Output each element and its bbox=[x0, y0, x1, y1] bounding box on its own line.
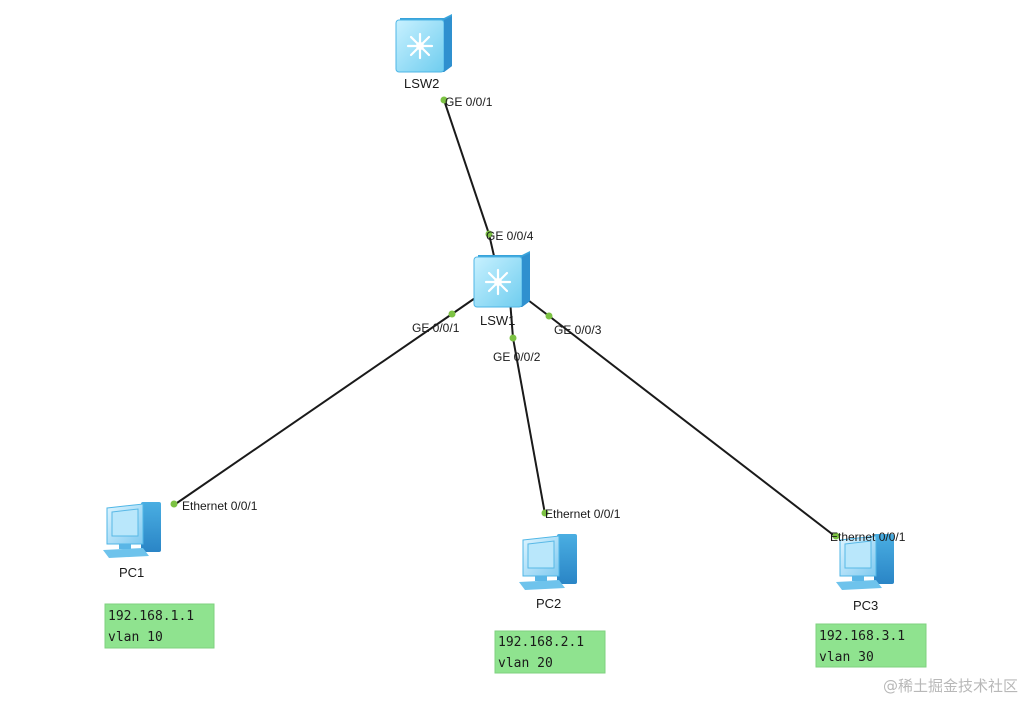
device-name-pc1: PC1 bbox=[119, 565, 144, 580]
note-ip: 192.168.3.1 bbox=[819, 629, 905, 644]
desktop-pc-icon bbox=[836, 534, 894, 590]
device-name-lsw1: LSW1 bbox=[480, 313, 515, 328]
device-lsw2[interactable]: LSW2 bbox=[395, 14, 452, 91]
desktop-pc-icon bbox=[519, 534, 577, 590]
note-pc3[interactable]: 192.168.3.1 vlan 30 bbox=[815, 623, 927, 668]
note-vlan: vlan 20 bbox=[498, 656, 553, 671]
port-dot-pc2-eth001[interactable] bbox=[541, 509, 549, 517]
link-lsw1-stub bbox=[488, 233, 495, 257]
note-box bbox=[104, 603, 215, 649]
port-label-pc2-eth001: Ethernet 0/0/1 bbox=[545, 507, 621, 521]
port-label-lsw2-ge001: GE 0/0/1 bbox=[445, 95, 493, 109]
links-layer bbox=[173, 99, 837, 538]
port-dot-lsw1-ge003[interactable] bbox=[545, 312, 553, 320]
port-dot-lsw1-ge001[interactable] bbox=[448, 310, 456, 318]
note-box bbox=[494, 630, 606, 674]
device-name-pc2: PC2 bbox=[536, 596, 561, 611]
port-dot-lsw1-ge002[interactable] bbox=[509, 334, 517, 342]
layer3-switch-icon bbox=[473, 251, 530, 308]
port-label-lsw1-ge003: GE 0/0/3 bbox=[554, 323, 602, 337]
device-pc2[interactable]: PC2 bbox=[519, 534, 577, 611]
note-ip: 192.168.2.1 bbox=[498, 635, 584, 650]
port-label-lsw1-ge004: GE 0/0/4 bbox=[486, 229, 534, 243]
port-label-pc3-eth001: Ethernet 0/0/1 bbox=[830, 530, 906, 544]
note-pc1[interactable]: 192.168.1.1 vlan 10 bbox=[104, 603, 215, 649]
port-label-lsw1-ge001: GE 0/0/1 bbox=[412, 321, 460, 335]
device-name-pc3: PC3 bbox=[853, 598, 878, 613]
layer3-switch-icon bbox=[395, 14, 452, 73]
device-pc1[interactable]: PC1 bbox=[103, 502, 161, 580]
device-name-lsw2: LSW2 bbox=[404, 76, 439, 91]
link-lsw2-lsw1[interactable] bbox=[443, 99, 490, 235]
note-pc2[interactable]: 192.168.2.1 vlan 20 bbox=[494, 630, 606, 674]
port-dot-lsw1-ge004[interactable] bbox=[485, 230, 493, 238]
note-ip: 192.168.1.1 bbox=[108, 609, 194, 624]
port-dot-lsw2-ge001[interactable] bbox=[440, 96, 448, 104]
link-lsw1-pc1[interactable] bbox=[173, 313, 453, 506]
note-vlan: vlan 10 bbox=[108, 630, 163, 645]
device-lsw1[interactable]: LSW1 bbox=[473, 251, 530, 328]
port-dots bbox=[170, 96, 840, 540]
port-labels: GE 0/0/1 GE 0/0/4 GE 0/0/1 GE 0/0/2 GE 0… bbox=[182, 95, 906, 544]
port-label-pc1-eth001: Ethernet 0/0/1 bbox=[182, 499, 258, 513]
watermark: @稀土掘金技术社区 bbox=[883, 677, 1018, 695]
port-dot-pc3-eth001[interactable] bbox=[832, 532, 840, 540]
note-vlan: vlan 30 bbox=[819, 650, 874, 665]
port-label-lsw1-ge002: GE 0/0/2 bbox=[493, 350, 541, 364]
link-lsw1-pc3[interactable] bbox=[548, 315, 837, 538]
link-lsw1-pc2[interactable] bbox=[512, 337, 546, 515]
desktop-pc-icon bbox=[103, 502, 161, 558]
note-box bbox=[815, 623, 927, 668]
device-pc3[interactable]: PC3 bbox=[836, 534, 894, 613]
port-dot-pc1-eth001[interactable] bbox=[170, 500, 178, 508]
